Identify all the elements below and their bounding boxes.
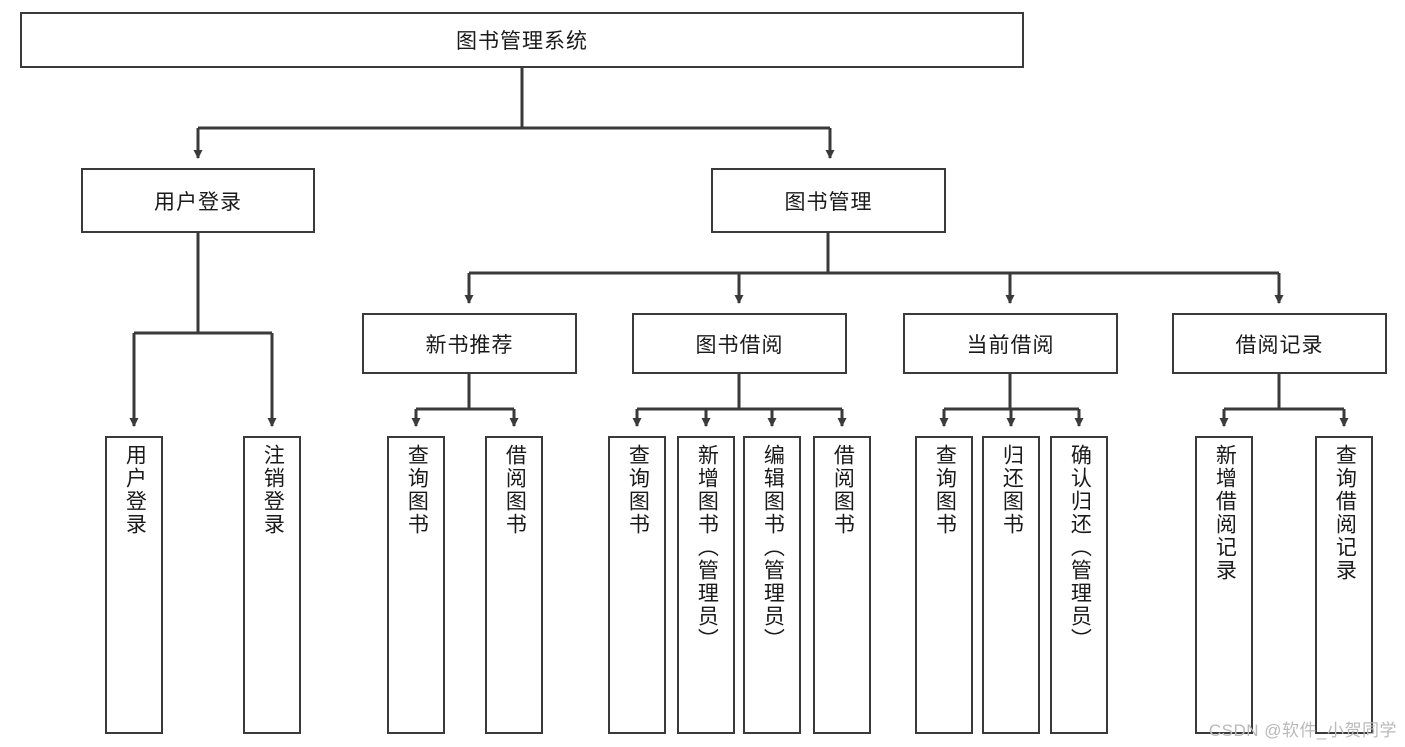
node-leaf-add-book-admin-label: 新增图书（管理员） bbox=[695, 444, 719, 651]
node-leaf-user-logout-label: 注销登录 bbox=[261, 444, 285, 536]
node-leaf-query-borrow-record[interactable]: 查询借阅记录 bbox=[1315, 436, 1373, 734]
node-leaf-borrow-book-bb[interactable]: 借阅图书 bbox=[813, 436, 871, 734]
node-leaf-edit-book-admin[interactable]: 编辑图书（管理员） bbox=[743, 436, 801, 734]
node-leaf-query-book-nbr-label: 查询图书 bbox=[405, 444, 429, 536]
node-leaf-add-book-admin[interactable]: 新增图书（管理员） bbox=[677, 436, 735, 734]
node-leaf-add-borrow-record[interactable]: 新增借阅记录 bbox=[1195, 436, 1253, 734]
node-leaf-query-book-nbr[interactable]: 查询图书 bbox=[387, 436, 445, 734]
node-borrow-record[interactable]: 借阅记录 bbox=[1172, 313, 1387, 374]
node-current-borrow[interactable]: 当前借阅 bbox=[903, 313, 1118, 374]
node-leaf-return-book[interactable]: 归还图书 bbox=[982, 436, 1040, 734]
node-leaf-user-login-label: 用户登录 bbox=[123, 444, 147, 536]
node-book-borrow-label: 图书借阅 bbox=[695, 333, 784, 357]
node-root-label: 图书管理系统 bbox=[456, 30, 588, 53]
node-leaf-borrow-book-bb-label: 借阅图书 bbox=[831, 444, 855, 536]
node-book-management[interactable]: 图书管理 bbox=[711, 168, 946, 233]
node-leaf-borrow-book-nbr-label: 借阅图书 bbox=[503, 444, 527, 536]
node-leaf-confirm-return-admin[interactable]: 确认归还（管理员） bbox=[1050, 436, 1108, 734]
node-leaf-query-borrow-record-label: 查询借阅记录 bbox=[1333, 444, 1357, 582]
node-leaf-query-book-cb[interactable]: 查询图书 bbox=[915, 436, 973, 734]
node-user-login-label: 用户登录 bbox=[154, 190, 242, 214]
node-leaf-return-book-label: 归还图书 bbox=[1000, 444, 1024, 536]
node-leaf-query-book-cb-label: 查询图书 bbox=[933, 444, 957, 536]
node-user-login[interactable]: 用户登录 bbox=[81, 168, 315, 233]
node-leaf-query-book-bb-label: 查询图书 bbox=[626, 444, 650, 536]
node-leaf-confirm-return-admin-label: 确认归还（管理员） bbox=[1068, 444, 1092, 651]
node-leaf-user-logout[interactable]: 注销登录 bbox=[243, 436, 301, 734]
node-borrow-record-label: 借阅记录 bbox=[1235, 333, 1324, 357]
node-leaf-user-login[interactable]: 用户登录 bbox=[105, 436, 163, 734]
node-new-book-recommend-label: 新书推荐 bbox=[425, 333, 514, 357]
node-book-management-label: 图书管理 bbox=[784, 190, 873, 214]
csdn-watermark: CSDN @软件_小贺同学 bbox=[1208, 721, 1397, 740]
node-leaf-add-borrow-record-label: 新增借阅记录 bbox=[1213, 444, 1237, 582]
node-leaf-query-book-bb[interactable]: 查询图书 bbox=[608, 436, 666, 734]
node-new-book-recommend[interactable]: 新书推荐 bbox=[362, 313, 577, 374]
node-leaf-borrow-book-nbr[interactable]: 借阅图书 bbox=[485, 436, 543, 734]
node-current-borrow-label: 当前借阅 bbox=[966, 333, 1055, 357]
node-root[interactable]: 图书管理系统 bbox=[20, 12, 1024, 68]
node-leaf-edit-book-admin-label: 编辑图书（管理员） bbox=[761, 444, 785, 651]
node-book-borrow[interactable]: 图书借阅 bbox=[632, 313, 847, 374]
